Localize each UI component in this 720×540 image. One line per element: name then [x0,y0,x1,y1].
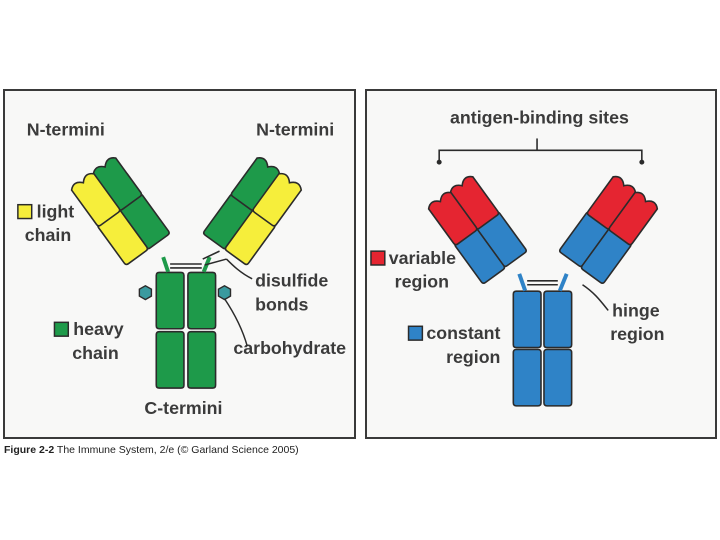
disulfide-pointer-line-2 [204,258,227,266]
variable-region-legend-swatch [370,250,386,266]
constant-region-ch2-left [512,290,542,349]
constant-region-ch3-right [543,348,573,407]
constant-region-label-line2: region [446,347,500,367]
heavy-chain-label-line2: chain [72,343,118,363]
hinge-region-label-line1: hinge [612,300,660,320]
antigen-site-dot-right [639,159,645,165]
antibody-region-diagram: antigen-binding sites variable region hi… [370,108,665,407]
hinge-connector-right [557,273,569,292]
light-chain-vl-left [70,172,121,227]
carbohydrate-label: carbohydrate [233,338,346,358]
heavy-chain-vh-left [92,157,143,211]
disulfide-bonds-label-line1: disulfide [255,271,328,291]
variable-region-label-line2: region [395,272,449,292]
heavy-chain-ch2-right [187,271,217,330]
variable-region-vh-left [449,175,500,230]
variable-region-vl-left [427,191,478,246]
antigen-binding-sites-label: antigen-binding sites [450,108,629,128]
figure-number: Figure 2-2 [4,444,55,456]
hinge-region-label-line2: region [610,324,664,344]
heavy-chain-ch2-left [155,271,185,330]
heavy-chain-legend-swatch [53,321,70,337]
n-termini-label-left: N-termini [27,119,105,139]
heavy-hinge-left [161,256,171,273]
constant-region-label-line1: constant [426,323,500,343]
carbohydrate-hexagon-right [217,284,232,301]
figure-source: The Immune System, 2/e (© Garland Scienc… [56,444,299,456]
disulfide-bond-light-heavy [202,250,220,260]
disulfide-bonds-label-line2: bonds [255,294,308,314]
hinge-pointer-line [582,284,609,311]
variable-region-vl-right [608,191,659,246]
carbohydrate-hexagon-left [138,284,153,301]
light-chain-label-line2: chain [25,225,71,245]
c-termini-label: C-termini [144,398,222,418]
light-chain-legend-swatch [17,203,33,220]
heavy-chain-ch3-right [187,330,217,389]
antibody-chain-diagram: N-termini N-termini light chain heavy ch… [17,119,346,418]
n-termini-label-right: N-termini [256,119,334,139]
constant-region-ch3-left [512,348,542,407]
heavy-chain-ch3-left [155,330,185,389]
light-chain-vl-right [252,172,303,227]
light-chain-label-line1: light [37,202,75,222]
variable-region-label-line1: variable [389,248,456,268]
right-panel: antigen-binding sites variable region hi… [365,89,717,439]
heavy-chain-label-line1: heavy [73,319,124,339]
left-panel: N-termini N-termini light chain heavy ch… [3,89,356,439]
antigen-site-dot-left [436,159,442,165]
carbohydrate-pointer-line [223,298,248,347]
antigen-sites-bracket [438,149,643,161]
constant-region-legend-swatch [407,325,424,341]
hinge-connector-left [517,273,528,292]
figure-caption: Figure 2-2 The Immune System, 2/e (© Gar… [4,444,299,456]
constant-region-ch2-right [543,290,573,349]
disulfide-pointer-line [225,258,253,280]
